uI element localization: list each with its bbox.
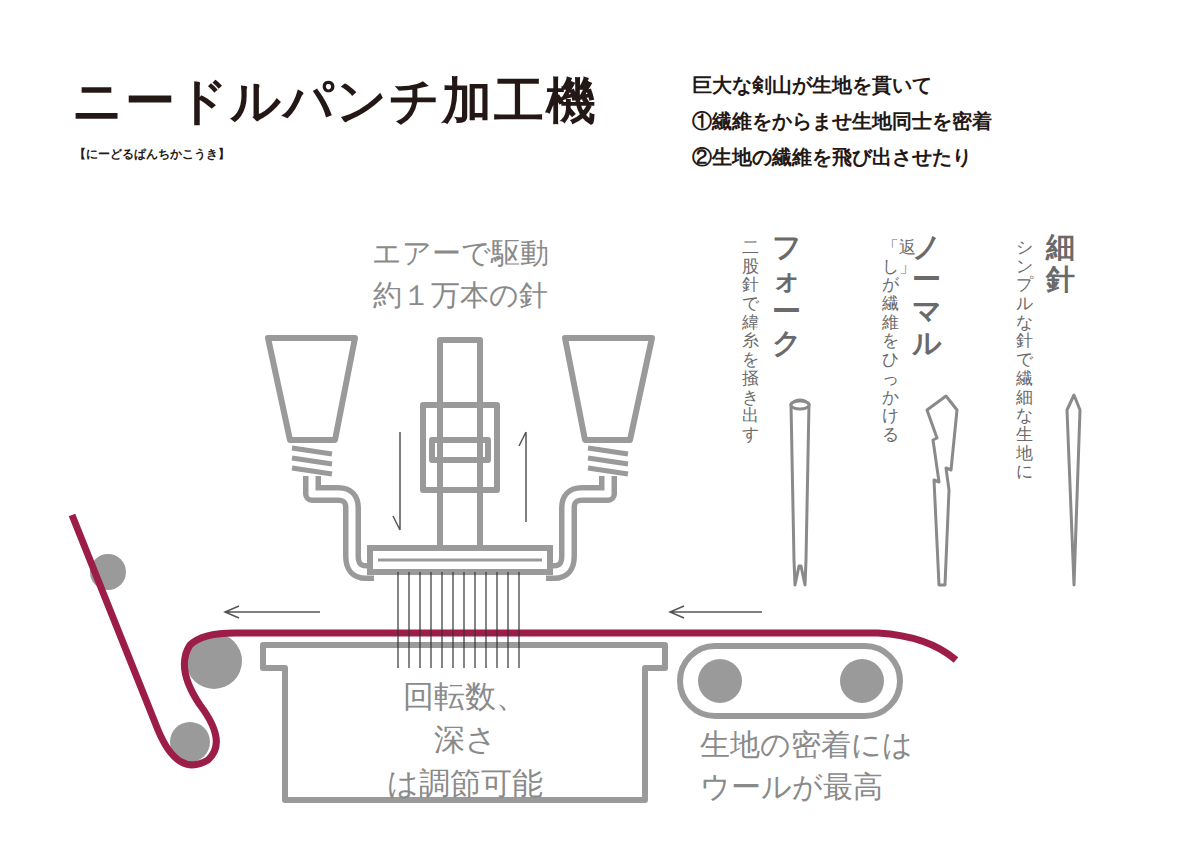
needle-note: シンプルな針で繊細な生地に (1016, 238, 1033, 481)
bed-box: 回転数、深さ は調節可能 (288, 671, 642, 809)
needle-heading: フォーク (772, 232, 801, 360)
normal-needle (927, 396, 957, 585)
bed-label: 回転数、深さ は調節可能 (387, 675, 543, 805)
drive-label: エアーで駆動 約１万本の針 (372, 232, 549, 316)
air-cylinder (565, 338, 652, 440)
note-line: ①繊維をからませ生地同士を密着 (692, 108, 992, 135)
needles (398, 572, 519, 668)
wool-note: 生地の密着には ウールが最高 (700, 724, 913, 808)
fork-needle (791, 401, 809, 409)
thin-needle (1067, 395, 1080, 585)
note-line: 巨大な剣山が生地を貫いて (692, 72, 932, 99)
piston-column (440, 340, 480, 548)
subtitle: 【にーどるぱんちかこうき】 (74, 146, 230, 163)
fork-needle (791, 400, 809, 585)
needle-heading: 細針 (1046, 232, 1075, 296)
piston-block (432, 440, 488, 460)
motion-arrow (393, 432, 526, 530)
needle-heading: ノーマル (912, 232, 941, 360)
piston-block (423, 405, 497, 490)
air-pipe (312, 476, 608, 572)
thread (292, 448, 628, 474)
needle-board (370, 548, 550, 572)
title: ニードルパンチ加工機 (72, 68, 598, 135)
note-line: ②生地の繊維を飛び出させたり (692, 144, 972, 171)
needle-note: 二股針で緯糸を掻き出す (742, 238, 759, 444)
air-cylinder (268, 338, 355, 440)
feed-arrow (225, 606, 762, 618)
needle-note: 「返し」が繊維をひっかける (882, 238, 899, 444)
conveyor-belt (680, 646, 900, 716)
